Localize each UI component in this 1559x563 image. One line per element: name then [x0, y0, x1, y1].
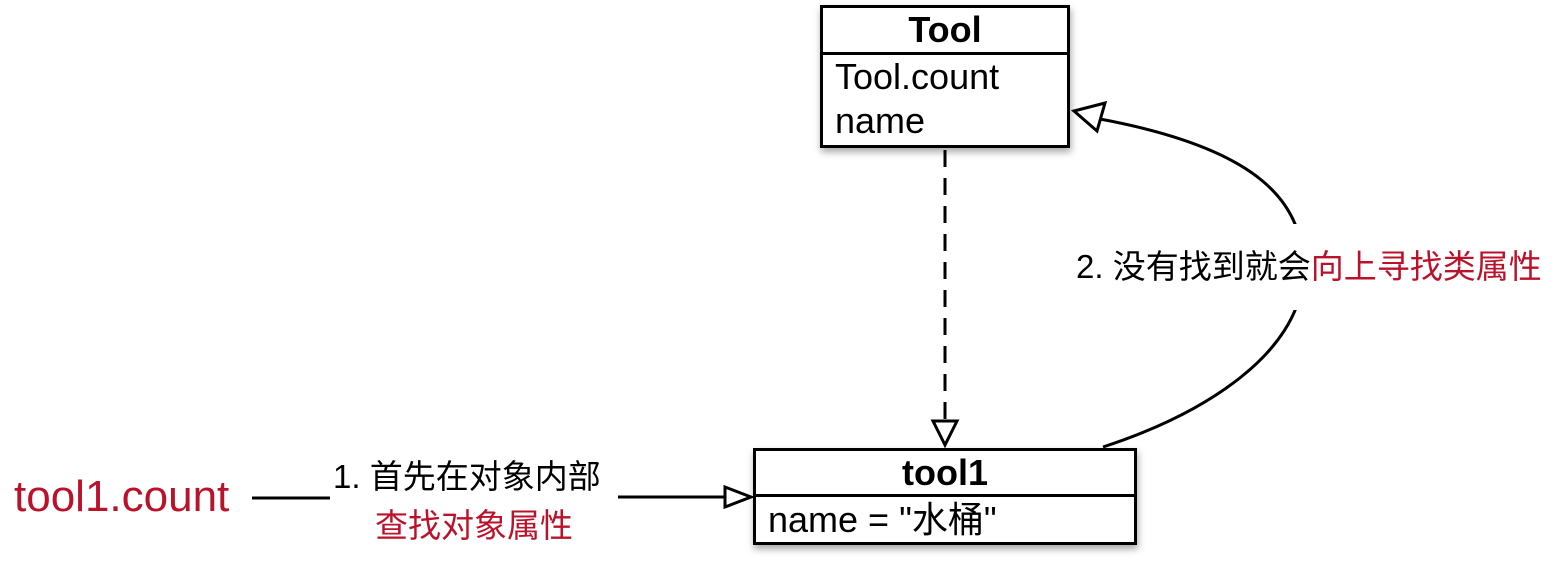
class-box-title: Tool: [823, 8, 1067, 55]
object-lookup-arrow: [618, 484, 756, 510]
annotation-step1-black-text: 1. 首先在对象内部: [333, 458, 601, 495]
annotation-step2: 2. 没有找到就会向上寻找类属性: [1062, 224, 1556, 310]
annotation-step2-black-text: 2. 没有找到就会: [1076, 248, 1311, 285]
class-box-tool: Tool Tool.count name: [820, 5, 1070, 148]
open-arrowhead-upleft-icon: [1070, 100, 1108, 134]
class-attribute-count: Tool.count: [835, 56, 1000, 97]
instance-box-tool1: tool1 name = "水桶": [753, 448, 1137, 545]
open-arrowhead-right-icon: [723, 484, 756, 510]
open-arrowhead-down-icon: [930, 419, 960, 449]
annotation-step1-red-text: 查找对象属性: [375, 507, 573, 544]
instance-of-dashed-arrow: [930, 150, 960, 449]
annotation-step1: 1. 首先在对象内部 查找对象属性: [333, 452, 601, 550]
instance-box-title: tool1: [756, 451, 1134, 497]
class-box-body: Tool.count name: [823, 55, 1067, 143]
instance-attribute-name: name = "水桶": [768, 499, 997, 540]
instance-box-body: name = "水桶": [756, 497, 1134, 542]
annotation-step2-red-text: 向上寻找类属性: [1310, 248, 1542, 285]
class-attribute-name: name: [835, 100, 926, 141]
expression-tool1-count: tool1.count: [14, 472, 230, 521]
